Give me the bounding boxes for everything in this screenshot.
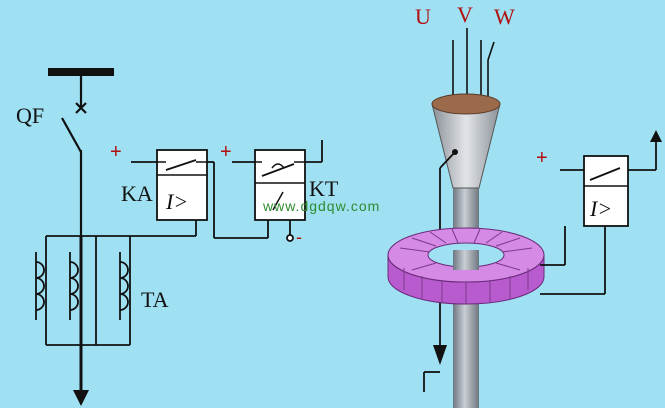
relay-zero-sequence-symbol: I> [589,196,612,221]
relay-kt [254,149,306,221]
phase-w-label: W [494,4,515,29]
ct-label: TA [141,287,169,312]
relay-zero-sequence [583,155,629,227]
toroidal-ct-core [387,227,545,305]
plus-sign-2: + [220,141,232,163]
plus-sign-3: + [536,147,548,169]
control-wiring-right [232,140,323,242]
relay-right-wiring [540,140,657,295]
cable-termination-cone [431,93,501,189]
phase-v-label: V [457,2,473,27]
breaker-qf [61,76,87,236]
relay-right-arrow [650,130,662,142]
ground-connection-dot [452,149,458,155]
relay-ka-label: KA [121,181,153,206]
ct-wiring [35,220,197,346]
ground-arrow [433,345,447,365]
plus-sign-1: + [110,141,122,163]
relay-ka-symbol: I> [165,189,188,214]
watermark: www.dgdqw.com [262,198,380,214]
control-wiring-left [131,161,269,239]
feeder-arrow [73,390,89,406]
relay-kt-label: KT [309,176,339,201]
busbar [48,68,114,76]
minus-sign-1: - [296,227,302,247]
relay-ka [156,149,208,221]
breaker-label: QF [16,103,44,128]
phase-u-label: U [415,4,431,29]
phase-conductors [452,28,495,96]
